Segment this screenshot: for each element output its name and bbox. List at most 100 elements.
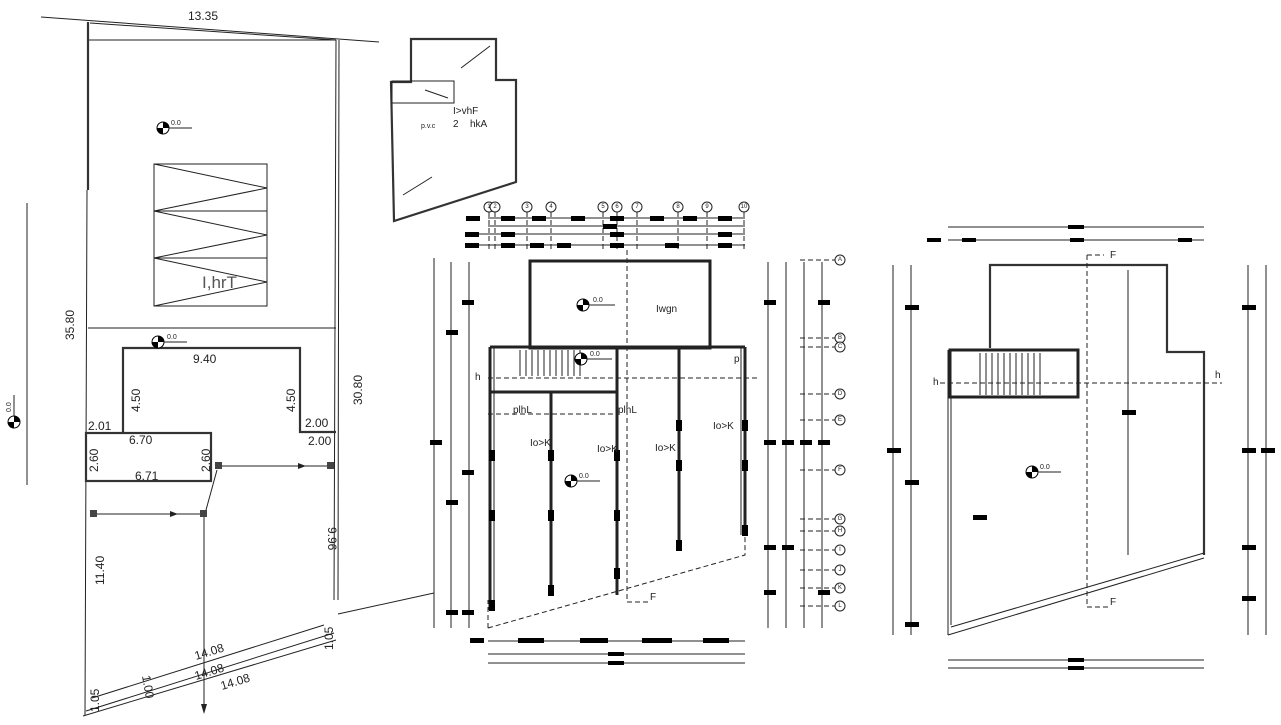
key-plan-stair bbox=[460, 45, 491, 69]
grid-label: H bbox=[838, 528, 842, 534]
dim-value-block bbox=[462, 610, 474, 615]
column-post bbox=[489, 600, 495, 611]
level-mark-icon bbox=[151, 335, 187, 349]
site-bottom-edge bbox=[82, 639, 337, 717]
dim-value-block bbox=[800, 440, 812, 445]
dim-value-block bbox=[665, 243, 679, 248]
column-post bbox=[548, 585, 554, 596]
dim-value-block bbox=[580, 638, 608, 643]
dim-wing-right: 4.50 bbox=[284, 388, 298, 412]
grid-label: G bbox=[838, 516, 843, 522]
key-plan-room bbox=[391, 80, 455, 104]
upper-stair-walls bbox=[948, 348, 1080, 399]
dim-block-top: 6.70 bbox=[129, 433, 153, 447]
dim-value-block bbox=[501, 216, 515, 221]
dim-value-block bbox=[642, 638, 672, 643]
dim-value-block bbox=[462, 300, 474, 305]
dim-value-block bbox=[446, 500, 458, 505]
dim-value-block bbox=[608, 652, 624, 656]
vertical-dim-lines bbox=[430, 258, 830, 628]
dim-value-block bbox=[887, 448, 901, 453]
dim-value-block bbox=[782, 545, 794, 550]
key-plan-stair bbox=[402, 176, 433, 196]
dim-value-blocks bbox=[465, 216, 732, 248]
upper-outline bbox=[988, 263, 1206, 555]
dim-value-block bbox=[927, 238, 941, 242]
level-mark-value: 0.0 bbox=[579, 473, 589, 480]
dim-value-block bbox=[764, 590, 776, 595]
grid-label: K bbox=[838, 585, 842, 591]
dim-value-block bbox=[1068, 658, 1084, 662]
dim-value-block bbox=[782, 440, 794, 445]
grid-label: B bbox=[838, 335, 842, 341]
site-bottom-extension bbox=[337, 592, 435, 615]
drain-node bbox=[215, 462, 222, 469]
dim-value-block bbox=[465, 232, 479, 237]
grid-label: 10 bbox=[741, 204, 748, 210]
column-post bbox=[676, 420, 682, 431]
column-post bbox=[742, 460, 748, 471]
site-plan: I,hrT 0.0 0.0 bbox=[6, 9, 435, 717]
dim-value-block bbox=[608, 661, 624, 665]
key-plan: I>vhF p.v.c 2 hkA bbox=[389, 37, 518, 223]
dim-value-block bbox=[610, 216, 624, 221]
column-post bbox=[676, 460, 682, 471]
column-post bbox=[489, 510, 495, 521]
dim-value-block bbox=[430, 440, 442, 445]
dim-block-right: 2.60 bbox=[199, 448, 213, 472]
grid-label: 4 bbox=[549, 204, 553, 210]
grid-label: D bbox=[838, 391, 843, 397]
dim-value-block bbox=[610, 232, 624, 237]
dim-value-block bbox=[650, 216, 664, 221]
section-mark: F bbox=[1110, 250, 1116, 261]
dim-value-block bbox=[718, 216, 732, 221]
column-post bbox=[614, 510, 620, 521]
level-mark-icon bbox=[576, 298, 615, 312]
dim-value-block bbox=[905, 305, 919, 310]
dim-value-block bbox=[764, 300, 776, 305]
dim-value-block bbox=[818, 300, 830, 305]
room-label-shop: Io>K bbox=[655, 443, 676, 454]
hall-walls bbox=[528, 259, 712, 350]
key-plan-label: p.v.c bbox=[421, 123, 436, 130]
dim-value-block bbox=[1068, 225, 1084, 229]
dim-wing-left: 4.50 bbox=[129, 388, 143, 412]
level-mark-value: 0.0 bbox=[593, 297, 603, 304]
column-posts bbox=[489, 420, 748, 611]
stair-mark: h bbox=[1215, 370, 1221, 381]
grid-label: 6 bbox=[615, 204, 619, 210]
dim-value-block bbox=[1068, 666, 1084, 670]
dim-value-block bbox=[462, 470, 474, 475]
dim-offset-left: 2.01 bbox=[88, 419, 112, 433]
grid-label: 7 bbox=[635, 204, 639, 210]
drain-node bbox=[90, 510, 97, 517]
level-mark-value: 0.0 bbox=[167, 334, 177, 341]
room-label-shop: Io>K bbox=[530, 438, 551, 449]
dim-value-block bbox=[1242, 596, 1256, 601]
level-mark-icon bbox=[7, 395, 21, 429]
dim-value-block bbox=[501, 243, 515, 248]
dim-building-top: 9.40 bbox=[193, 352, 217, 366]
site-right-edge-2 bbox=[337, 39, 340, 601]
dim-value-block bbox=[905, 480, 919, 485]
dim-value-block bbox=[764, 545, 776, 550]
grid-label: 9 bbox=[705, 204, 709, 210]
dim-value-block bbox=[973, 515, 987, 520]
dim-value-block bbox=[1070, 238, 1084, 242]
level-mark-value: 0.0 bbox=[6, 402, 13, 412]
level-mark-icon bbox=[156, 121, 192, 135]
dim-value-block bbox=[1178, 238, 1192, 242]
dim-top: 13.35 bbox=[188, 9, 218, 23]
site-bottom-inner bbox=[91, 624, 325, 699]
ramp-label: I,hrT bbox=[202, 273, 237, 292]
section-mark: F bbox=[1110, 597, 1116, 608]
dim-value-block bbox=[470, 638, 484, 643]
grid-label: J bbox=[839, 567, 842, 573]
upper-outline-bottom bbox=[947, 557, 1205, 636]
stair-treads bbox=[519, 350, 581, 376]
key-plan-label: hkA bbox=[470, 119, 488, 130]
dim-value-block bbox=[465, 243, 479, 248]
dim-value-block bbox=[532, 216, 546, 221]
